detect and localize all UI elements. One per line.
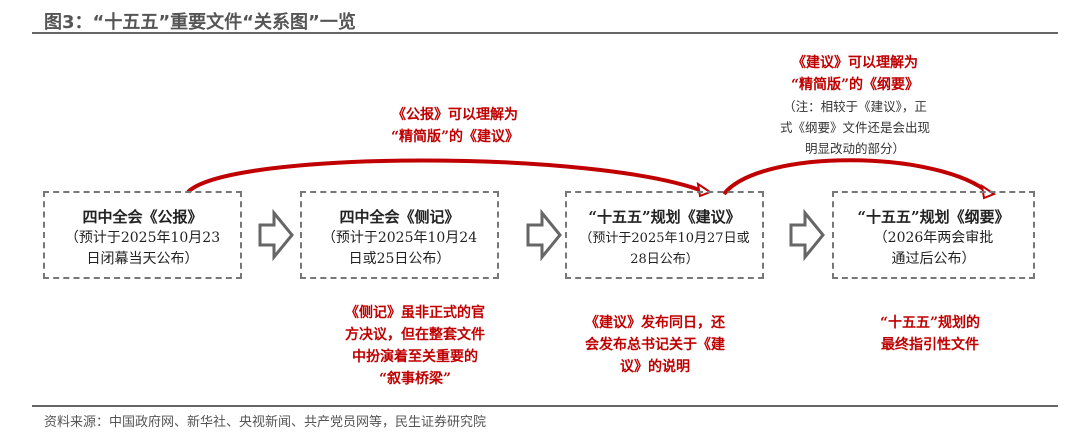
box-detail: 通过后公布） <box>891 251 976 267</box>
note-line: 最终指引性文件 <box>881 337 979 353</box>
box-detail: 28日公布） <box>630 252 699 267</box>
note-line: “精简版”的《纲要》 <box>790 77 920 93</box>
box-heading: 四中全会《侧记》 <box>339 208 460 226</box>
title-rule <box>32 32 1058 34</box>
box-detail: （预计于2025年10月24 <box>321 230 478 246</box>
note-sub-line: 明显改动的部分） <box>804 141 905 156</box>
flow-arrow-icon <box>789 208 825 262</box>
note-line: 《建议》发布同日，还 <box>585 315 725 331</box>
arc-arrowhead-icon <box>696 181 713 198</box>
note-jianyi-gangyao: 《建议》可以理解为 “精简版”的《纲要》 （注：相较于《建议》，正 式《纲要》文… <box>740 52 970 159</box>
box-heading: “十五五”规划《纲要》 <box>857 208 1010 226</box>
flow-arrow-icon <box>526 208 562 262</box>
note-line: 《建议》可以理解为 <box>792 55 918 71</box>
box-detail: （预计于2025年10月27日或 <box>579 231 750 246</box>
doc-box-gongbao: 四中全会《公报》 （预计于2025年10月23 日闭幕当天公布） <box>43 191 242 279</box>
box-detail: （2026年两会审批 <box>873 230 994 246</box>
note-line: “十五五”规划的 <box>879 315 981 331</box>
note-line: “叙事桥梁” <box>378 371 452 387</box>
note-line: 《侧记》虽非正式的官 <box>345 305 485 321</box>
note-line: 方决议，但在整套文件 <box>345 327 485 343</box>
figure-title: 图3：“十五五”重要文件“关系图”一览 <box>44 12 356 33</box>
flow-arrow-icon <box>258 208 294 262</box>
box-detail: 日或25日公布） <box>348 251 451 267</box>
source-rule <box>32 405 1058 407</box>
note-sub-line: （注：相较于《建议》，正 <box>783 99 927 114</box>
doc-box-jianyi: “十五五”规划《建议》 （预计于2025年10月27日或 28日公布） <box>565 191 764 279</box>
note-line: 会发布总书记关于《建 <box>585 337 725 353</box>
note-ceji: 《侧记》虽非正式的官 方决议，但在整套文件 中扮演着至关重要的 “叙事桥梁” <box>315 302 515 390</box>
doc-box-gangyao: “十五五”规划《纲要》 （2026年两会审批 通过后公布） <box>832 191 1035 279</box>
source-note: 资料来源：中国政府网、新华社、央视新闻、共产党员网等，民生证券研究院 <box>44 415 487 430</box>
arc-arrow-jianyi-to-gangyao <box>722 158 992 196</box>
box-detail: 日闭幕当天公布） <box>86 251 199 267</box>
note-sub-line: 式《纲要》文件还是会出现 <box>779 120 930 135</box>
note-line: “精简版”的《建议》 <box>390 129 520 145</box>
note-jianyi: 《建议》发布同日，还 会发布总书记关于《建 议》的说明 <box>565 312 745 378</box>
note-gangyao: “十五五”规划的 最终指引性文件 <box>840 312 1020 356</box>
arc-arrow-gongbao-to-jianyi <box>186 158 706 194</box>
box-heading: 四中全会《公报》 <box>82 208 203 226</box>
note-line: 《公报》可以理解为 <box>392 107 518 123</box>
doc-box-ceji: 四中全会《侧记》 （预计于2025年10月24 日或25日公布） <box>300 191 499 279</box>
note-line: 议》的说明 <box>620 359 690 375</box>
note-gongbao-jianyi: 《公报》可以理解为 “精简版”的《建议》 <box>355 104 555 148</box>
note-line: 中扮演着至关重要的 <box>352 349 478 365</box>
box-detail: （预计于2025年10月23 <box>64 230 221 246</box>
box-heading: “十五五”规划《建议》 <box>588 208 741 226</box>
